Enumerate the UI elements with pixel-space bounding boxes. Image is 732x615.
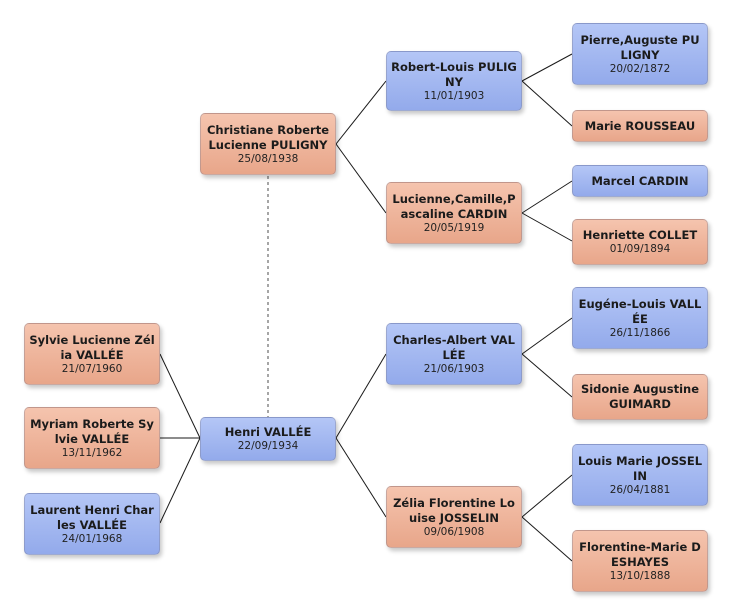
person-date: 11/01/1903 [423,89,485,102]
person-box-sidonie[interactable]: Sidonie Augustine GUIMARD [572,374,708,420]
connector-zelia-florentine [521,516,573,562]
person-name: Henri VALLÉE [224,425,312,439]
person-name: Myriam Roberte Sylvie VALLÉE [30,416,154,446]
connector-henri-charles [335,353,387,439]
person-name: Marcel CARDIN [591,173,689,188]
person-date: 26/11/1866 [609,326,671,339]
person-name: Christiane Roberte Lucienne PULIGNY [206,122,330,152]
person-name: Eugéne-Louis VALLÉE [578,296,702,326]
person-name: Charles-Albert VALLÉE [393,332,515,362]
person-box-christiane[interactable]: Christiane Roberte Lucienne PULIGNY 25/0… [200,113,336,175]
person-date: 01/09/1894 [609,243,671,255]
person-date: 20/05/1919 [423,221,485,234]
person-name: Sidonie Augustine GUIMARD [580,382,700,411]
connector-charles-eugene [521,317,573,355]
connector-robert-marie [521,80,573,127]
person-box-florentine-marie[interactable]: Florentine-Marie DESHAYES 13/10/1888 [572,530,708,592]
person-box-louis-marie[interactable]: Louis Marie JOSSELIN 26/04/1881 [572,444,708,506]
connector-zelia-louis [521,474,573,518]
person-date: 21/07/1960 [61,362,123,375]
person-name: Sylvie Lucienne Zélia VALLÉE [29,332,155,362]
person-date: 09/06/1908 [423,525,485,538]
person-name: Pierre,Auguste PULIGNY [580,32,700,62]
person-box-myriam[interactable]: Myriam Roberte Sylvie VALLÉE 13/11/1962 [24,407,160,469]
person-box-charles-albert[interactable]: Charles-Albert VALLÉE 21/06/1903 [386,323,522,385]
person-name: Louis Marie JOSSELIN [577,453,703,483]
person-box-marie[interactable]: Marie ROUSSEAU [572,110,708,142]
person-box-laurent[interactable]: Laurent Henri Charles VALLÉE 24/01/1968 [24,493,160,555]
person-name: Florentine-Marie DESHAYES [579,539,701,569]
person-name: Robert-Louis PULIGNY [391,59,517,89]
connector-christiane-lucienne [335,143,387,214]
person-date: 24/01/1968 [61,532,123,545]
connector-robert-pierre [521,53,573,82]
person-date: 13/10/1888 [609,569,671,582]
connector-sylvie-henri [159,353,201,439]
person-box-sylvie[interactable]: Sylvie Lucienne Zélia VALLÉE 21/07/1960 [24,323,160,385]
person-date: 26/04/1881 [609,483,671,496]
person-name: Zélia Florentine Louise JOSSELIN [393,495,515,525]
connector-laurent-henri [159,437,201,524]
connector-lucienne-marcel [521,180,573,214]
person-name: Lucienne,Camille,Pascaline CARDIN [392,191,516,221]
person-name: Henriette COLLET [582,228,698,242]
connector-lucienne-henriette [521,212,573,242]
person-box-eugene-louis[interactable]: Eugéne-Louis VALLÉE 26/11/1866 [572,287,708,349]
person-date: 21/06/1903 [423,362,485,375]
person-box-henriette[interactable]: Henriette COLLET 01/09/1894 [572,219,708,265]
person-box-zelia[interactable]: Zélia Florentine Louise JOSSELIN 09/06/1… [386,486,522,548]
person-date: 25/08/1938 [237,152,299,165]
connector-charles-sidonie [521,353,573,398]
person-name: Marie ROUSSEAU [584,118,696,133]
connector-henri-zelia [335,437,387,518]
person-date: 22/09/1934 [237,440,299,452]
person-date: 20/02/1872 [609,62,671,75]
person-box-robert-louis[interactable]: Robert-Louis PULIGNY 11/01/1903 [386,51,522,111]
person-box-lucienne[interactable]: Lucienne,Camille,Pascaline CARDIN 20/05/… [386,182,522,244]
person-date: 13/11/1962 [61,446,123,459]
connector-christiane-robert [335,80,387,145]
person-box-henri[interactable]: Henri VALLÉE 22/09/1934 [200,417,336,461]
person-box-marcel[interactable]: Marcel CARDIN [572,165,708,197]
person-box-pierre-auguste[interactable]: Pierre,Auguste PULIGNY 20/02/1872 [572,23,708,85]
person-name: Laurent Henri Charles VALLÉE [30,502,154,532]
